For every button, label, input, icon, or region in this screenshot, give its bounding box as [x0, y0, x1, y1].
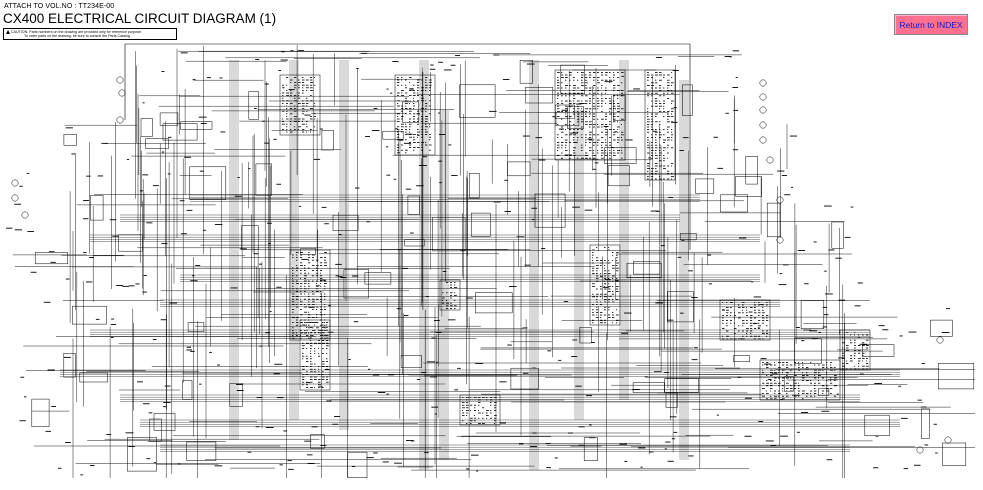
- components: [11, 60, 975, 478]
- attach-volume-note: ATTACH TO VOL.NO : TT234E-00: [4, 3, 115, 10]
- connector-blocks: [6, 50, 951, 476]
- page-title: CX400 ELECTRICAL CIRCUIT DIAGRAM (1): [3, 11, 277, 26]
- wiring: [12, 43, 975, 478]
- caution-line-2: To order parts on the drawing, be sure t…: [24, 34, 131, 39]
- caution-note: CAUTION: Parts numbers on the drawing ar…: [3, 28, 177, 41]
- return-to-index-button[interactable]: Return to INDEX: [894, 14, 968, 35]
- caution-line-1: CAUTION: Parts numbers on the drawing ar…: [11, 29, 143, 34]
- warning-triangle-icon: [6, 29, 10, 34]
